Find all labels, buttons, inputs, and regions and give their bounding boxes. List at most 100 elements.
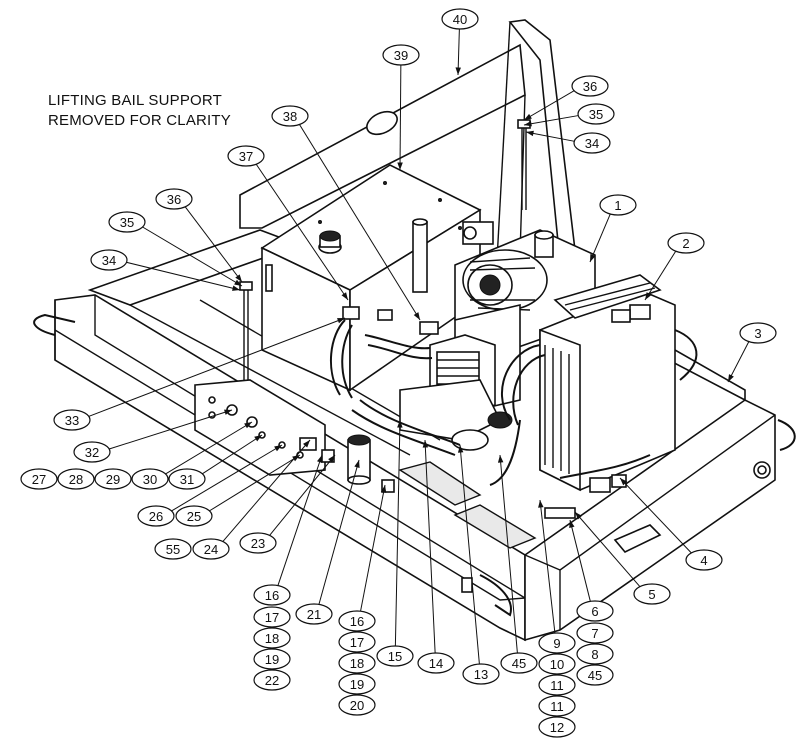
callout-bubble [131,468,169,490]
callout-label: 13 [474,667,488,682]
callout-bubble [154,538,192,560]
leader-line-c38 [298,123,421,321]
callout-c3: 3 [739,322,777,344]
leader-line-c40 [457,28,460,76]
callout-c36a: 36 [571,75,609,97]
leader-line-c32 [108,409,233,450]
callout-label: 17 [350,635,364,650]
engine-assembly [347,221,596,485]
callout-label: 3 [754,326,761,341]
callout-label: 6 [591,604,598,619]
callout-label: 18 [265,631,279,646]
leader-arrow-c34b [232,285,240,291]
leader-line-c33 [87,317,346,418]
callout-c17b: 17 [338,631,376,653]
leader-arrow-c4 [620,478,628,486]
callout-label: 45 [512,656,526,671]
callout-c45b: 45 [576,664,614,686]
callout-c6: 6 [576,600,614,622]
leader-line-c36a [523,89,576,121]
callout-bubble [338,652,376,674]
callout-c13: 13 [462,663,500,685]
callout-c33: 33 [53,409,91,431]
leader-arrow-c6 [569,520,575,528]
callout-label: 11 [550,699,564,714]
callout-c2: 2 [667,232,705,254]
callout-c37: 37 [227,145,265,167]
callout-bubble [538,632,576,654]
callout-c5: 5 [633,583,671,605]
leader-line-c2 [644,250,677,301]
callout-bubble [571,75,609,97]
callout-label: 55 [166,542,180,557]
callout-label: 37 [239,149,253,164]
callout-bubble [53,409,91,431]
callout-label: 10 [550,657,564,672]
callout-c30: 30 [131,468,169,490]
callout-bubble [417,652,455,674]
callout-label: 34 [102,253,116,268]
callout-c34b: 34 [90,249,128,271]
cooler-assembly [489,274,698,519]
callout-c17a: 17 [253,606,291,628]
leader-line-c35b [141,226,243,287]
callout-c18a: 18 [253,627,291,649]
leader-arrow-c40 [455,67,461,75]
callout-bubble [227,145,265,167]
leader-arrow-c25 [292,455,300,462]
callout-c40: 40 [441,8,479,30]
callout-bubble [576,622,614,644]
leader-line-c1 [589,213,611,263]
leader-line-c14 [424,439,436,654]
callout-c22: 22 [253,669,291,691]
leader-line-c23 [268,454,336,537]
callout-label: 30 [143,472,157,487]
callout-bubble [739,322,777,344]
callout-c45a: 45 [500,652,538,674]
callout-label: 17 [265,610,279,625]
callout-bubble [137,505,175,527]
leader-arrow-c31 [254,435,262,442]
diagram-note: LIFTING BAIL SUPPORT REMOVED FOR CLARITY [48,92,231,129]
leader-arrow-c21 [354,460,360,468]
callout-label: 8 [591,647,598,662]
leader-line-c16b [359,484,386,612]
leader-line-c31 [201,434,263,475]
leader-line-c6 [569,519,591,602]
callout-label: 34 [585,136,599,151]
leader-line-c9 [539,499,556,634]
note-line-1: LIFTING BAIL SUPPORT [48,92,223,109]
callout-c15: 15 [376,645,414,667]
callout-c35b: 35 [108,211,146,233]
leader-line-c37 [255,163,349,301]
leader-lines [87,28,750,665]
leader-arrow-c30 [244,422,252,429]
callout-c24: 24 [192,538,230,560]
leader-line-c34a [525,131,576,142]
callout-bubble [73,441,111,463]
callout-bubble [168,468,206,490]
callout-bubble [599,194,637,216]
leader-line-c3 [727,340,750,383]
leader-line-c34b [125,261,241,291]
leader-arrow-c3 [728,374,734,382]
callout-c10: 10 [538,653,576,675]
leader-arrow-c35a [524,121,532,127]
callout-label: 16 [350,614,364,629]
callout-label: 35 [589,107,603,122]
callout-label: 27 [32,472,46,487]
callout-label: 15 [388,649,402,664]
callout-bubble [633,583,671,605]
leader-arrow-c16a [316,455,323,463]
callout-bubble [253,669,291,691]
callout-c55: 55 [154,538,192,560]
leader-arrow-c37 [341,292,348,300]
callout-c4: 4 [685,549,723,571]
leader-arrow-c24 [303,440,310,448]
leader-arrow-c34a [526,130,534,137]
leader-line-c16a [277,454,323,587]
callout-label: 14 [429,656,443,671]
callout-bubble [573,132,611,154]
callout-label: 25 [187,509,201,524]
callout-c12: 12 [538,716,576,738]
